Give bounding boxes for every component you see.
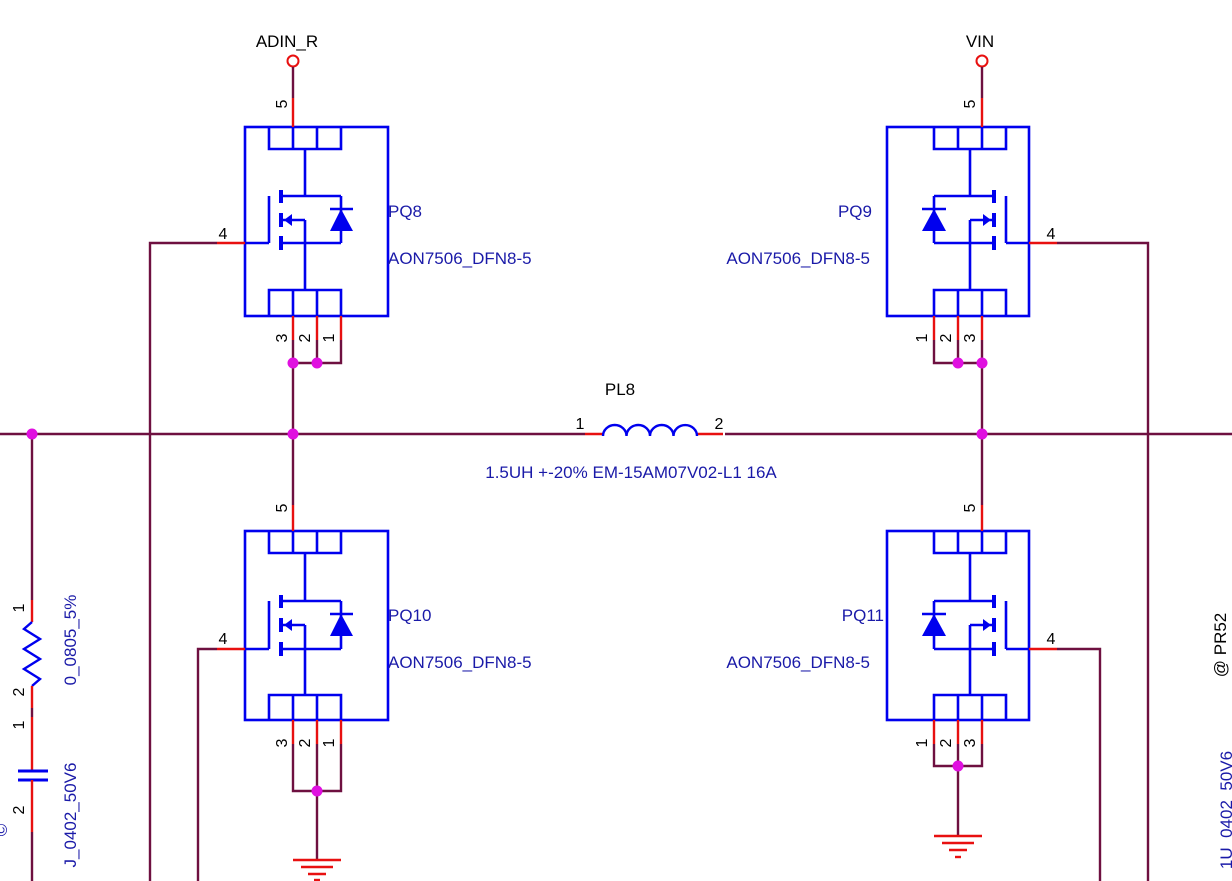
pq9-pin2: 2 <box>938 333 955 342</box>
body-diode-icon <box>330 614 353 636</box>
mosfet-pq9: 5 4 1 2 3 PQ9 AON7506_DFN8-5 <box>726 98 1057 365</box>
junction-dot <box>287 428 299 440</box>
resistor-value: 0_0805_5% <box>61 595 80 686</box>
pq9-pin4: 4 <box>1047 226 1056 243</box>
junction-dot <box>287 357 299 369</box>
resistor-zigzag-icon <box>21 621 43 687</box>
pq11-pin4: 4 <box>1047 631 1056 648</box>
pq8-pin4: 4 <box>219 226 228 243</box>
junction-dot <box>952 357 964 369</box>
pq10-pin5: 5 <box>274 503 291 512</box>
pq11-part: AON7506_DFN8-5 <box>726 653 870 672</box>
junction-dots <box>26 357 988 797</box>
junction-dot <box>952 760 964 772</box>
pq11-pin1: 1 <box>914 738 931 747</box>
junction-dot <box>26 428 38 440</box>
net-port-adin: ADIN_R <box>256 32 318 98</box>
pq8-gate-wire <box>148 241 217 881</box>
body-diode-icon <box>922 614 946 636</box>
pq11-pin3: 3 <box>962 738 979 747</box>
mosfet-pq11: 5 4 1 2 3 PQ11 AON7506_DFN8-5 <box>726 503 1057 859</box>
inductor-coil-icon <box>601 423 699 437</box>
inductor-pin1: 1 <box>576 416 585 433</box>
junction-dot <box>976 428 988 440</box>
pq11-gate-wire <box>1057 647 1102 881</box>
pq10-pin4: 4 <box>219 631 228 648</box>
port-circle-icon <box>286 54 300 68</box>
junction-dot <box>311 357 323 369</box>
pq10-pin3: 3 <box>274 738 291 747</box>
junction-dot <box>976 357 988 369</box>
net-label-vin: VIN <box>966 32 994 51</box>
body-diode-icon <box>330 209 353 231</box>
inductor-value: 1.5UH +-20% EM-15AM07V02-L1 16A <box>485 463 777 482</box>
inductor-pin2: 2 <box>715 416 724 433</box>
pq8-pin5: 5 <box>274 99 291 108</box>
pq10-pin1: 1 <box>321 738 338 747</box>
pq10-gate-wire <box>196 647 217 881</box>
pq9-gate-wire <box>1057 241 1150 881</box>
pq10-part: AON7506_DFN8-5 <box>388 653 532 672</box>
pq11-ref: PQ11 <box>842 606 884 625</box>
pq9-ref: PQ9 <box>838 202 872 221</box>
pq11-pin2: 2 <box>938 738 955 747</box>
pq9-part: AON7506_DFN8-5 <box>726 249 870 268</box>
mosfet-pq8: 5 4 3 2 1 PQ8 AON7506_DFN8-5 <box>217 98 532 365</box>
ground-icon <box>934 834 982 859</box>
inductor-pl8: PL8 1 2 1.5UH +-20% EM-15AM07V02-L1 16A <box>485 380 777 482</box>
junction-dot <box>311 785 323 797</box>
pq8-pin2: 2 <box>297 333 314 342</box>
capacitor-cut-label: © <box>0 823 11 836</box>
pq10-ref: PQ10 <box>388 606 431 625</box>
net-port-vin: VIN <box>966 32 994 98</box>
pq8-pin1: 1 <box>321 333 338 342</box>
left-passives: 1 2 1 2 0_0805_5% J_0402_50V6 © <box>0 434 80 881</box>
capacitor-value: J_0402_50V6 <box>61 763 80 868</box>
pq8-pin3: 3 <box>274 333 291 342</box>
mosfet-pq10: 5 4 3 2 1 PQ10 AON7506_DFN8-5 <box>217 503 532 881</box>
body-diode-icon <box>922 209 946 231</box>
ground-icon <box>293 858 341 881</box>
resistor-pin1: 1 <box>11 603 28 612</box>
pq9-pin1: 1 <box>914 333 931 342</box>
right-cap-partial: 1U_0402_50V6 <box>1217 751 1232 869</box>
pq8-part: AON7506_DFN8-5 <box>388 249 532 268</box>
resistor-pin2: 2 <box>11 687 28 696</box>
pq9-pin3: 3 <box>962 333 979 342</box>
capacitor-pin1: 1 <box>11 720 28 729</box>
pq11-pin5: 5 <box>962 503 979 512</box>
right-ref-partial: @ PR52 <box>1211 613 1230 678</box>
inductor-ref: PL8 <box>605 380 635 399</box>
pq8-ref: PQ8 <box>388 202 422 221</box>
pq10-pin2: 2 <box>297 738 314 747</box>
port-circle-icon <box>975 54 989 68</box>
capacitor-pin2: 2 <box>11 805 28 814</box>
net-label-adin: ADIN_R <box>256 32 318 51</box>
pq9-pin5: 5 <box>962 99 979 108</box>
